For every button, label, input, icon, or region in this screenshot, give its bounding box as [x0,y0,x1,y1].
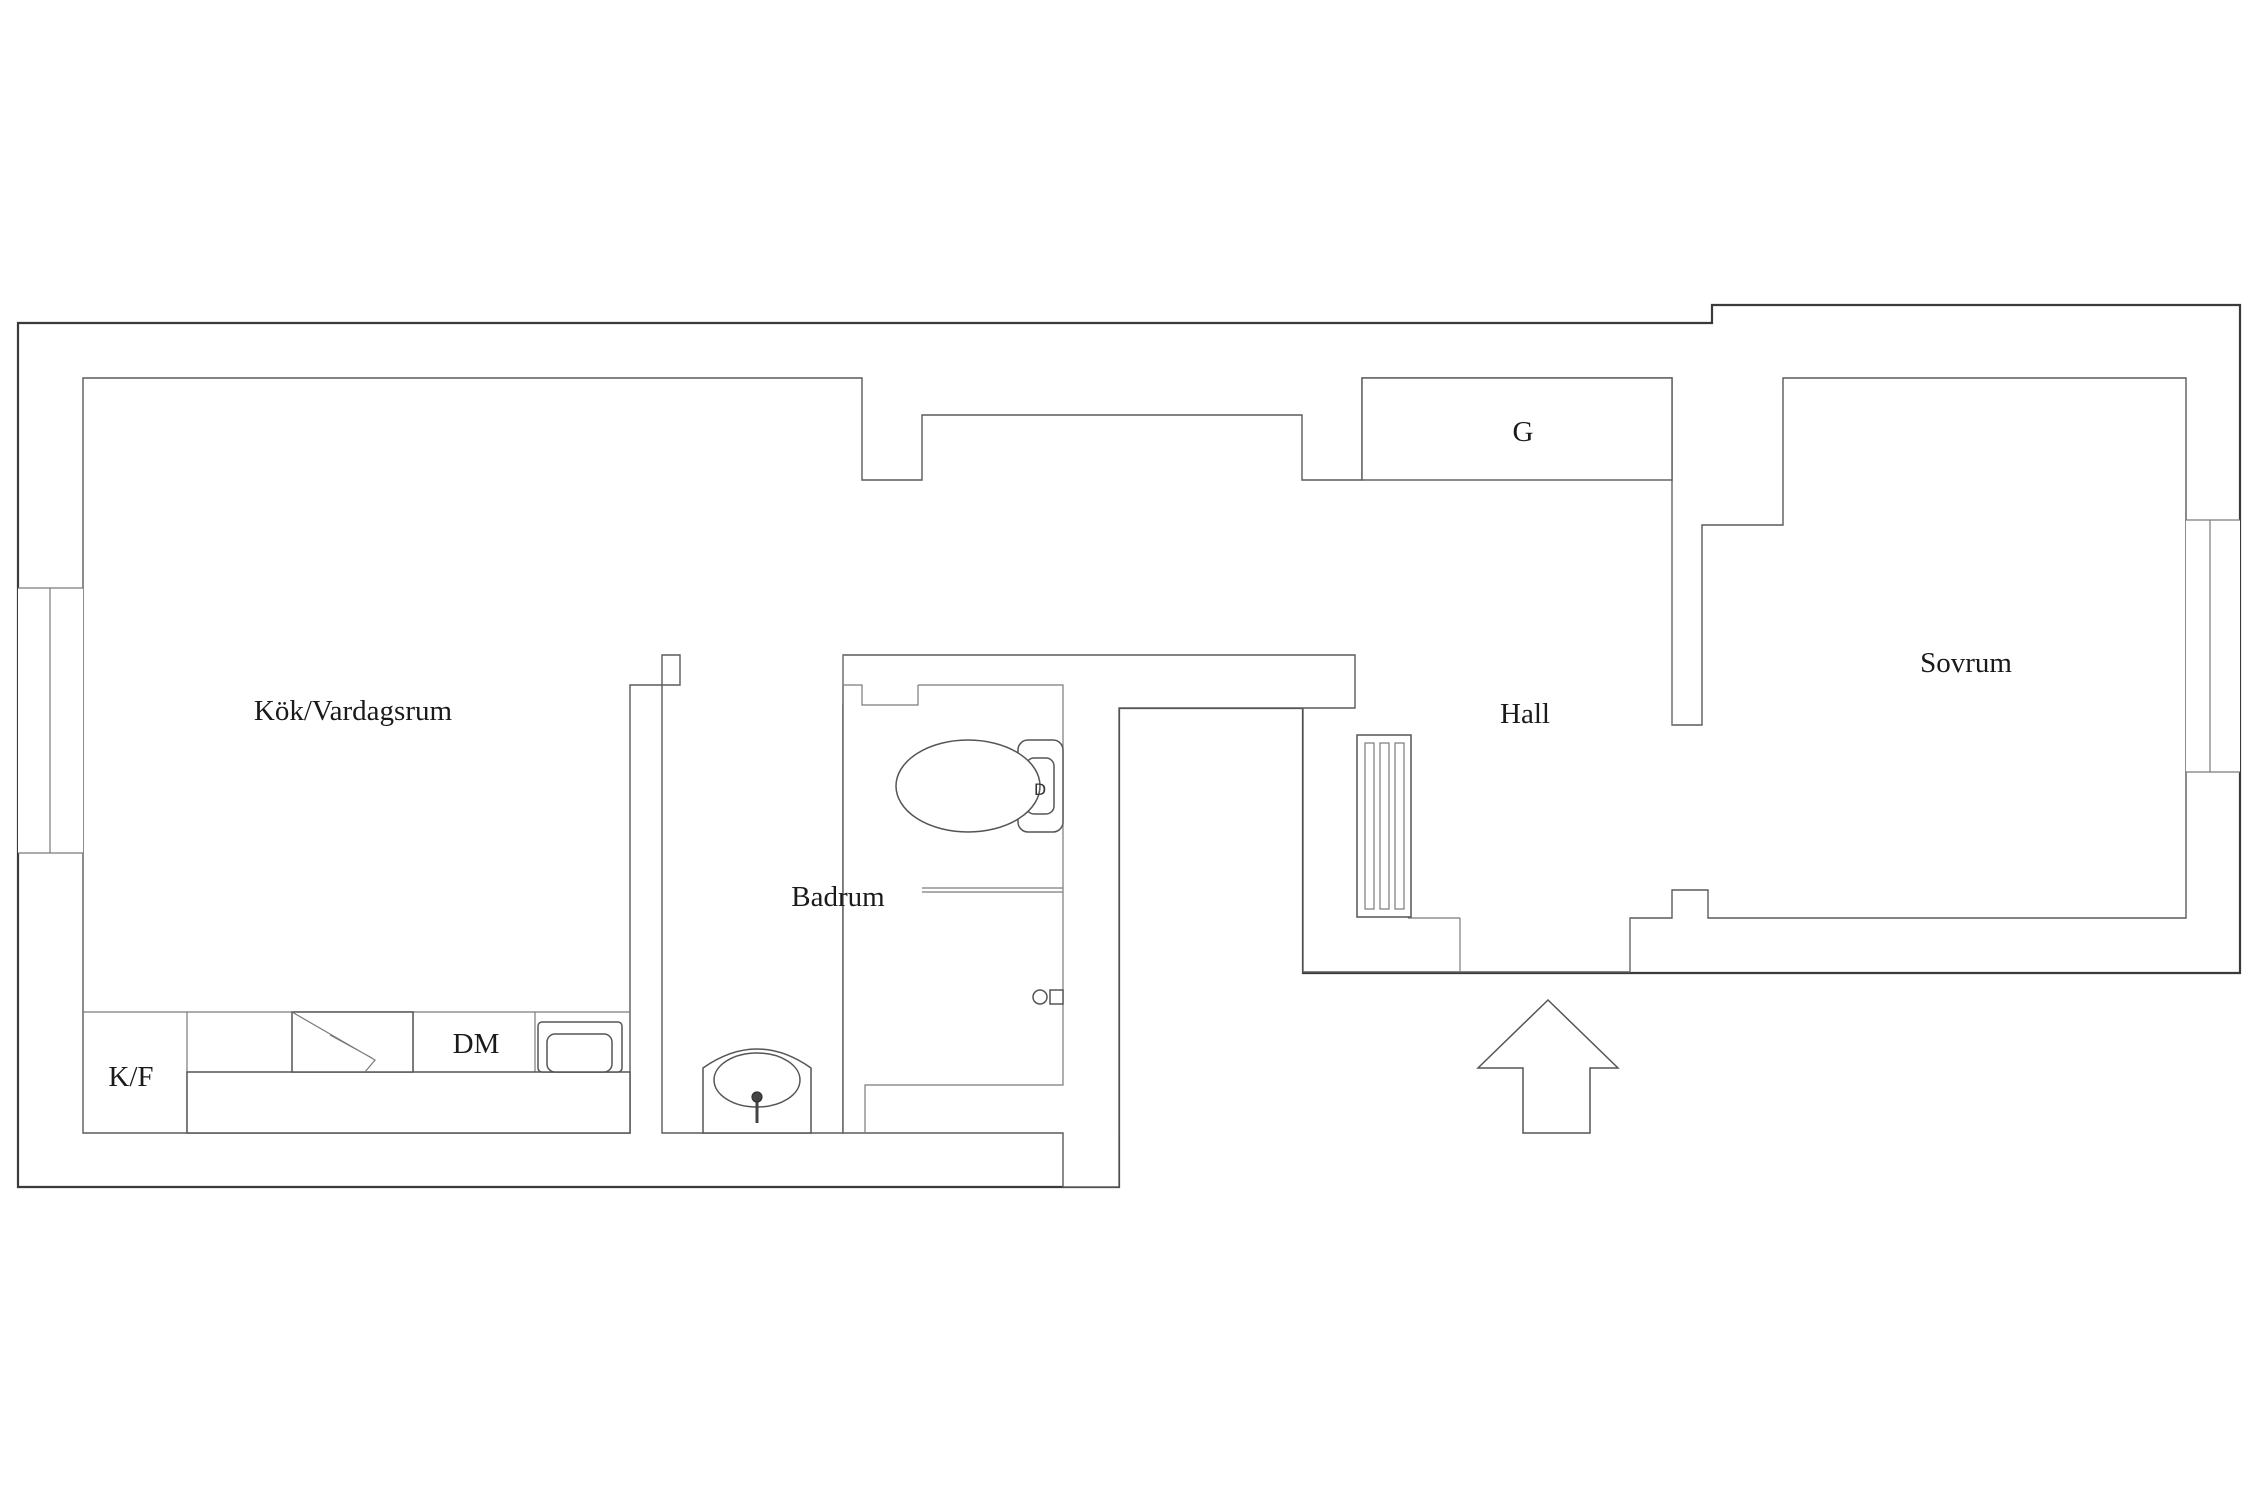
shower-rail [922,887,1063,893]
shower-head-icon [1032,989,1064,1005]
label-kok-vardagsrum: Kök/Vardagsrum [254,695,453,727]
bathroom-walls [842,654,1356,1188]
window-right [2186,519,2240,773]
stove-icon [291,1011,414,1073]
closet [1361,377,1673,481]
radiator-icon [1356,734,1412,918]
svg-text:D: D [1034,780,1046,799]
bathroom-interior [864,684,1064,1133]
window-left [18,587,83,854]
interior-floor [82,377,2187,1134]
bathroom-door-notch [842,655,919,706]
label-hall: Hall [1500,698,1550,730]
label-diskmaskin: DM [453,1028,500,1060]
label-badrum: Badrum [791,881,885,913]
kitchen-counter [83,1011,631,1134]
label-kyl-frys: K/F [108,1061,153,1093]
label-garderob: G [1513,416,1534,448]
label-sovrum: Sovrum [1920,647,2012,679]
kitchen-sink-icon [537,1021,623,1073]
toilet-icon: D [895,739,1064,833]
sink-icon [702,1048,812,1134]
entrance-arrow-icon [1476,998,1620,1134]
